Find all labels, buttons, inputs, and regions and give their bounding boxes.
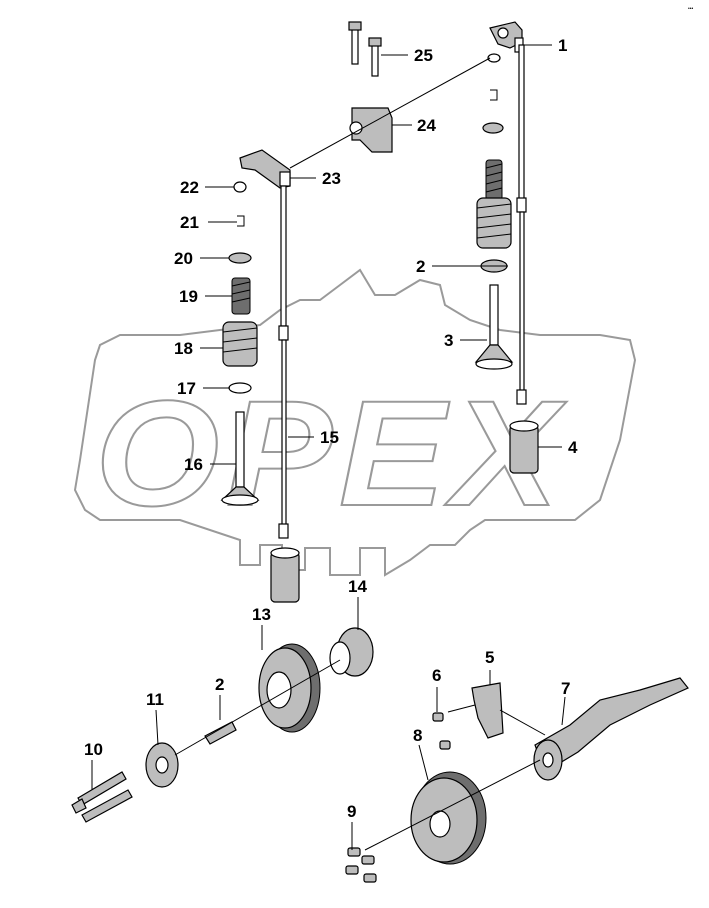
callout-11: 11 bbox=[146, 690, 164, 709]
leader-lines bbox=[91, 44, 566, 850]
idler-gear bbox=[258, 643, 321, 733]
idler-pin bbox=[204, 721, 237, 745]
callout-5: 5 bbox=[485, 648, 494, 667]
left-tappet bbox=[270, 547, 300, 603]
idler-washer bbox=[145, 742, 179, 788]
rocker-shaft-bracket bbox=[349, 107, 393, 153]
callout-6: 6 bbox=[432, 666, 441, 685]
watermark-logo: OPEX bbox=[73, 268, 637, 577]
watermark-gear-outline bbox=[73, 268, 637, 577]
cam-gear bbox=[410, 771, 487, 865]
callout-15: 15 bbox=[320, 428, 339, 447]
callout-18: 18 bbox=[174, 339, 193, 358]
callout-23: 23 bbox=[322, 169, 341, 188]
left-valve-parts bbox=[220, 181, 260, 506]
plate-axis bbox=[447, 704, 546, 736]
callout-13: 13 bbox=[252, 605, 271, 624]
cam-gear-screws bbox=[345, 847, 377, 883]
callout-19: 19 bbox=[179, 287, 198, 306]
callout-1: 1 bbox=[558, 36, 567, 55]
watermark-text: OPEX bbox=[95, 369, 567, 537]
idler-axis bbox=[174, 659, 341, 756]
callout-17: 17 bbox=[177, 379, 196, 398]
callout-21: 21 bbox=[180, 213, 199, 232]
callout-9: 9 bbox=[347, 802, 356, 821]
callout-2-upper: 2 bbox=[416, 257, 425, 276]
callout-22: 22 bbox=[180, 178, 199, 197]
callout-14: 14 bbox=[348, 577, 367, 596]
rocker-shaft-axis bbox=[289, 57, 491, 169]
right-tappet bbox=[509, 420, 539, 474]
callout-20: 20 bbox=[174, 249, 193, 268]
callout-10: 10 bbox=[84, 740, 103, 759]
callout-2-lower: 2 bbox=[215, 675, 224, 694]
callout-3: 3 bbox=[444, 331, 453, 350]
left-rocker-arm bbox=[239, 149, 291, 189]
rocker-bolts bbox=[348, 21, 382, 77]
callout-7: 7 bbox=[561, 679, 570, 698]
callout-labels: 1 2 3 4 5 6 7 8 9 10 11 2 13 14 15 16 17… bbox=[84, 36, 578, 821]
callout-24: 24 bbox=[417, 116, 436, 135]
right-valve-parts bbox=[474, 53, 514, 370]
thrust-plate bbox=[471, 682, 504, 739]
cam-axis bbox=[364, 759, 541, 851]
idler-bolts bbox=[71, 771, 133, 823]
thrust-screws bbox=[432, 712, 451, 750]
idler-hub bbox=[329, 627, 374, 677]
camshaft bbox=[533, 677, 689, 781]
callout-25: 25 bbox=[414, 46, 433, 65]
callout-8: 8 bbox=[413, 726, 422, 745]
right-rocker-arm bbox=[489, 21, 524, 53]
right-push-rod bbox=[516, 44, 527, 405]
corner-mark: ••• bbox=[688, 6, 694, 12]
callout-16: 16 bbox=[184, 455, 203, 474]
left-push-rod bbox=[278, 185, 289, 539]
callout-4: 4 bbox=[568, 438, 578, 457]
